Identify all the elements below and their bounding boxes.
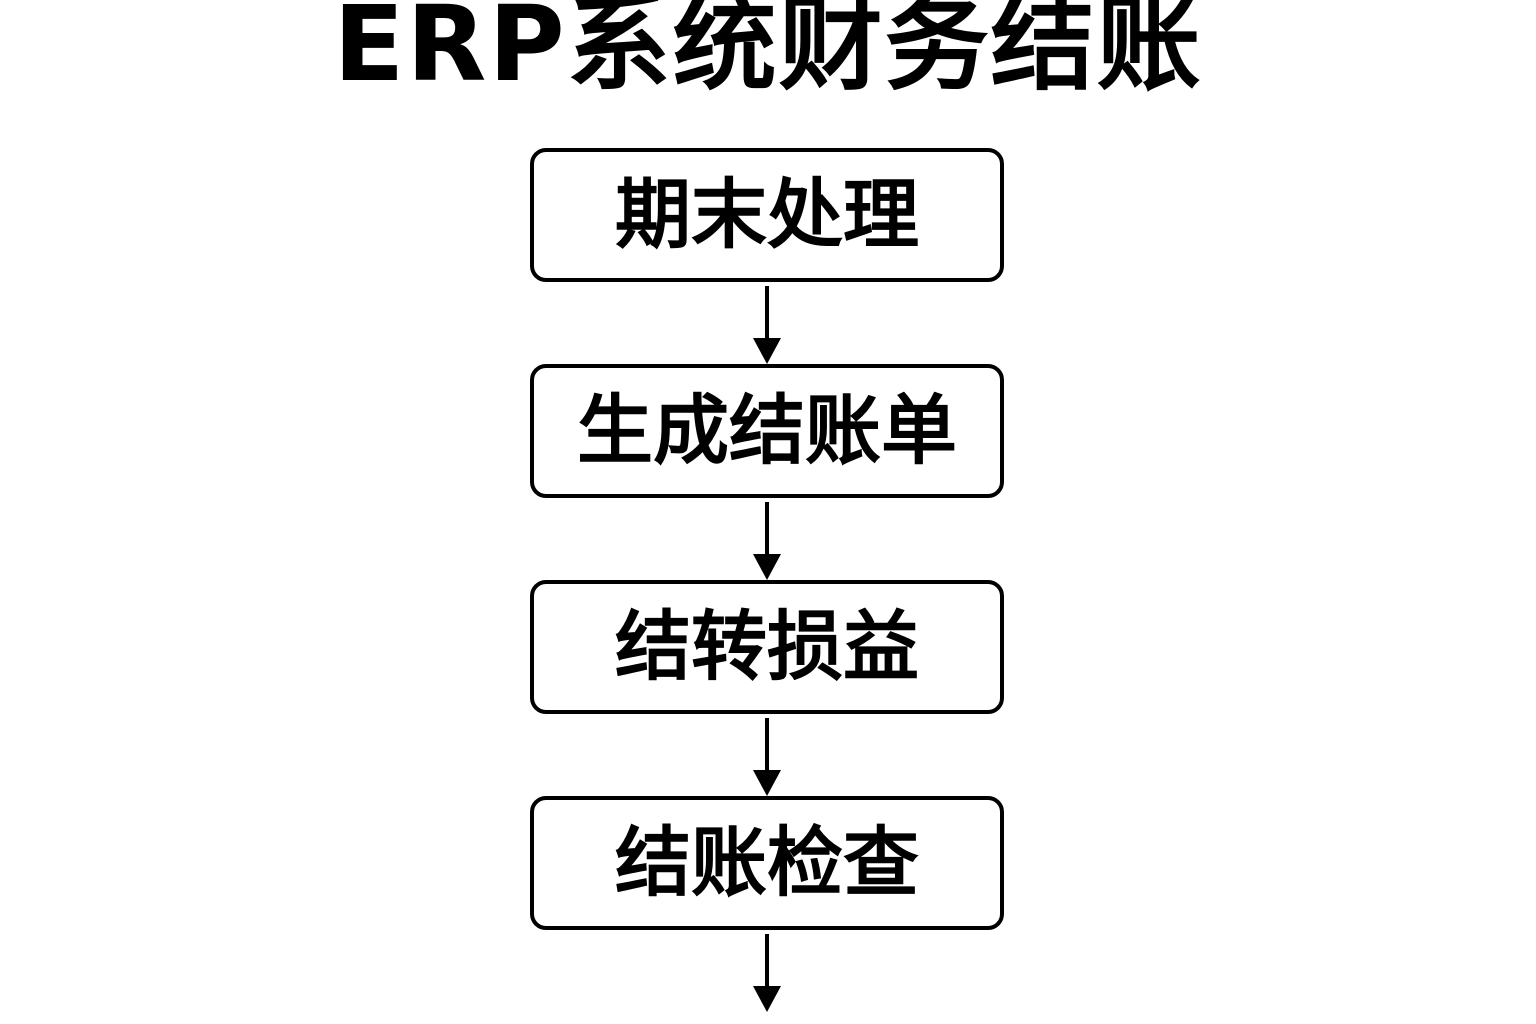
step-label: 生成结账单	[577, 386, 957, 475]
arrow-down-icon	[747, 502, 787, 580]
arrow-down-icon	[747, 718, 787, 796]
step-box-closing-check: 结账检查	[530, 796, 1004, 930]
step-box-generate-closing-sheet: 生成结账单	[530, 364, 1004, 498]
arrow-down-icon	[747, 286, 787, 364]
step-label: 期末处理	[615, 170, 919, 259]
step-box-carry-forward-pl: 结转损益	[530, 580, 1004, 714]
step-label: 结转损益	[615, 602, 919, 691]
diagram-title: ERP系统财务结账	[333, 0, 1203, 105]
step-label: 结账检查	[615, 818, 919, 907]
arrow-down-icon	[747, 934, 787, 1012]
step-box-period-end: 期末处理	[530, 148, 1004, 282]
